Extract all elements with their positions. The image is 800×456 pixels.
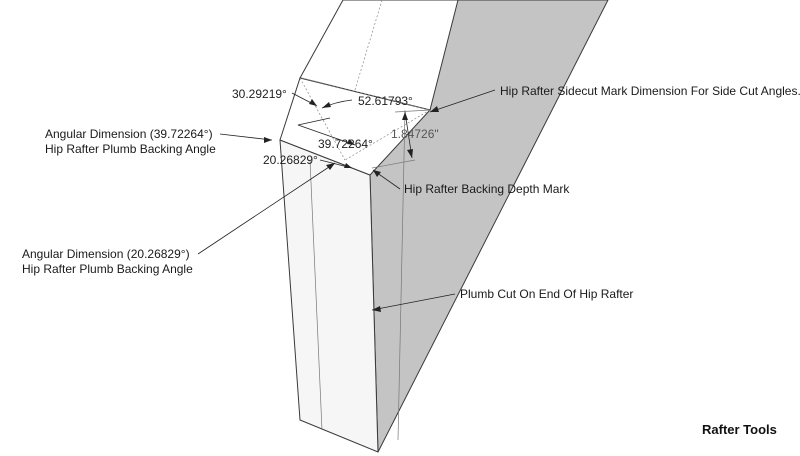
leader-angular-lower	[197, 162, 336, 255]
construction-line-a	[299, 77, 346, 161]
dim-angle-c: 39.72264°	[318, 137, 373, 151]
annotation-leaders	[197, 89, 496, 312]
label-angular-upper-sub: Hip Rafter Plumb Backing Angle	[45, 142, 216, 156]
dim-d-arrow	[344, 163, 352, 168]
leader-angular-upper-arrow	[264, 137, 272, 143]
dimension-graphics	[291, 92, 431, 169]
dim-length-e: 1.84726"	[391, 127, 439, 141]
backing-line	[301, 77, 431, 111]
dim-e-ext-top	[394, 109, 431, 113]
label-plumb-cut: Plumb Cut On End Of Hip Rafter	[460, 287, 633, 301]
label-angular-upper-title: Angular Dimension (39.72264°)	[45, 127, 213, 141]
dim-a-arrow	[309, 99, 317, 106]
dim-c-line-1	[297, 124, 356, 146]
leader-plumb-cut	[371, 293, 456, 311]
label-sidecut-mark: Hip Rafter Sidecut Mark Dimension For Si…	[500, 84, 800, 98]
label-angular-lower-sub: Hip Rafter Plumb Backing Angle	[22, 262, 193, 276]
side-face-edge-line	[397, 109, 406, 441]
brand-label: Rafter Tools	[702, 422, 777, 437]
dim-angle-b: 52.61793°	[358, 94, 413, 108]
label-backing-depth-mark: Hip Rafter Backing Depth Mark	[404, 182, 570, 196]
rafter-front-face	[279, 139, 379, 453]
dim-c-arrow	[347, 139, 355, 145]
front-face-centerline	[309, 159, 323, 431]
leader-angular-lower-arrow	[326, 163, 335, 170]
leader-backing-depth-arrow	[373, 170, 381, 177]
dim-e-arrow-top	[402, 112, 408, 120]
dim-e-ext-bottom	[371, 159, 416, 169]
dim-angle-d: 20.26829°	[263, 153, 318, 167]
hip-rafter-body	[279, 0, 609, 453]
leader-sidecut	[429, 89, 496, 113]
dim-e-arrow-bottom	[407, 149, 413, 158]
dim-angle-a: 30.29219°	[232, 87, 287, 101]
dim-c-line-2	[297, 117, 331, 126]
dim-b-arrow	[322, 102, 331, 108]
leader-sidecut-arrow	[430, 106, 439, 112]
construction-line-b	[344, 109, 431, 161]
label-angular-lower-title: Angular Dimension (20.26829°)	[22, 247, 190, 261]
leader-angular-upper	[219, 133, 273, 141]
leader-plumb-cut-arrow	[372, 306, 381, 312]
